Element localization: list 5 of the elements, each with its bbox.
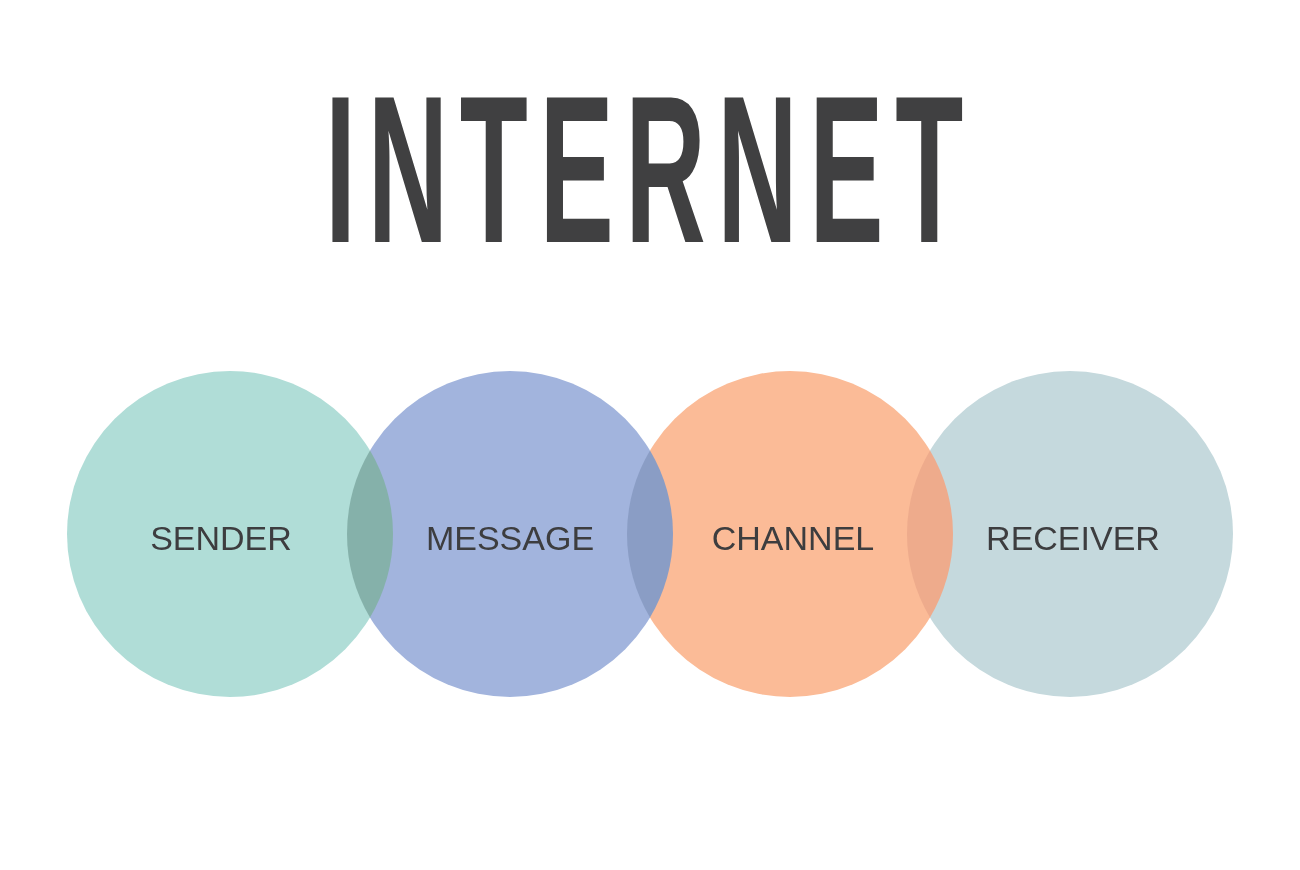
- circle-label: CHANNEL: [711, 518, 875, 558]
- circle-label: SENDER: [150, 518, 292, 558]
- circle-label: RECEIVER: [986, 518, 1160, 558]
- circle-label: MESSAGE: [425, 518, 595, 558]
- title: INTERNET: [325, 65, 975, 275]
